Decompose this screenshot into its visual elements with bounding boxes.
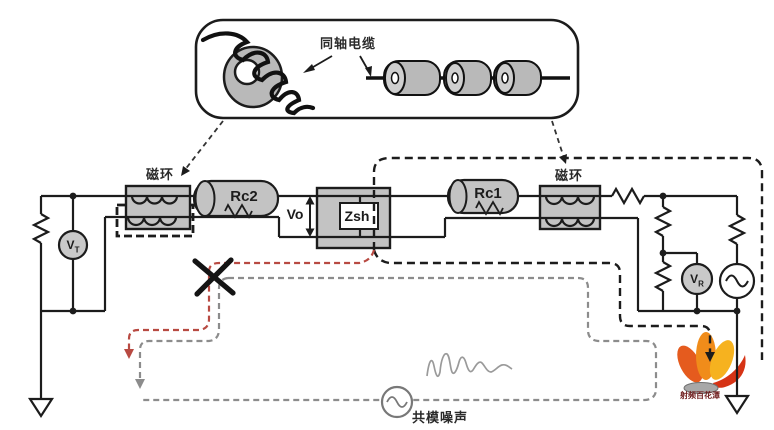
voltmeter-icon bbox=[680, 262, 714, 296]
coiled-cable-icon bbox=[200, 31, 316, 116]
vr-main: V bbox=[690, 272, 699, 286]
common-mode-noise-label: 共模噪声 bbox=[411, 410, 468, 425]
ferrite-left-label: 磁环 bbox=[145, 167, 174, 182]
voltmeter-icon bbox=[57, 229, 89, 261]
watermark-text: 射频百花潭 bbox=[680, 391, 720, 400]
zsh-label: Zsh bbox=[344, 208, 370, 224]
rc1-coax bbox=[446, 178, 520, 216]
inset-connector bbox=[551, 120, 565, 159]
wire bbox=[318, 216, 737, 313]
ac-source-icon bbox=[718, 262, 756, 300]
signal-path-dashed bbox=[372, 249, 712, 355]
rc2-coax bbox=[192, 179, 280, 219]
top-inset bbox=[181, 18, 580, 176]
arrow-icon bbox=[181, 166, 190, 176]
vr-sub: R bbox=[698, 279, 704, 289]
rc2-label: Rc2 bbox=[230, 188, 258, 205]
resistor-icon bbox=[31, 213, 51, 244]
noise-path-gray bbox=[138, 276, 229, 382]
ground-icon bbox=[723, 394, 751, 416]
common-mode-paths bbox=[127, 156, 764, 402]
coax-cable-label: 同轴电缆 bbox=[319, 36, 376, 51]
resistor-icon bbox=[653, 261, 673, 292]
noise-path-gray bbox=[142, 276, 658, 402]
resistor-icon bbox=[727, 214, 747, 245]
signal-path-dashed bbox=[372, 156, 764, 360]
arrow-down-icon bbox=[705, 352, 715, 362]
noise-source bbox=[380, 385, 414, 419]
rc1-label: Rc1 bbox=[474, 185, 502, 202]
ferrite-core-icon bbox=[538, 184, 602, 231]
junction-dots bbox=[69, 192, 741, 315]
resistor-icon bbox=[611, 186, 645, 206]
arrow-icon bbox=[303, 64, 315, 73]
vo-measure-arrow bbox=[305, 196, 315, 237]
noise-waveform-icon bbox=[426, 352, 513, 378]
coax-end-cap bbox=[448, 179, 468, 214]
inset-connector bbox=[183, 120, 224, 172]
arrow-down-icon bbox=[124, 349, 134, 359]
vt-main: V bbox=[66, 238, 75, 252]
ferrite-beads-icon bbox=[366, 60, 570, 96]
winding-icon bbox=[544, 217, 596, 228]
resistor-icon bbox=[653, 206, 673, 237]
resistor-icon bbox=[224, 203, 253, 219]
arrow-icon bbox=[559, 154, 567, 164]
vo-label: Vo bbox=[286, 206, 304, 222]
vr-meter-label: VR bbox=[683, 273, 711, 288]
flame-logo-icon bbox=[677, 332, 746, 394]
ground-icon bbox=[27, 397, 55, 419]
vt-sub: T bbox=[74, 245, 80, 255]
toroid-hole bbox=[233, 58, 261, 86]
zsh-inner-box bbox=[339, 202, 379, 230]
resistor-icon bbox=[475, 200, 504, 216]
winding-icon bbox=[126, 216, 178, 227]
arrow-down-icon bbox=[135, 379, 145, 389]
coax-end-cap bbox=[194, 180, 216, 217]
vt-meter-label: VT bbox=[59, 239, 87, 254]
arrow-icon bbox=[365, 66, 372, 77]
right-ferrite-core bbox=[538, 184, 602, 231]
left-ferrite-core bbox=[115, 184, 195, 238]
ferrite-core-icon bbox=[124, 184, 192, 231]
blocked-path-x-icon bbox=[192, 257, 236, 297]
winding-icon bbox=[130, 195, 179, 205]
winding-icon bbox=[544, 195, 596, 206]
ferrite-right-label: 磁环 bbox=[554, 168, 583, 183]
blocked-noise-path bbox=[127, 249, 376, 352]
